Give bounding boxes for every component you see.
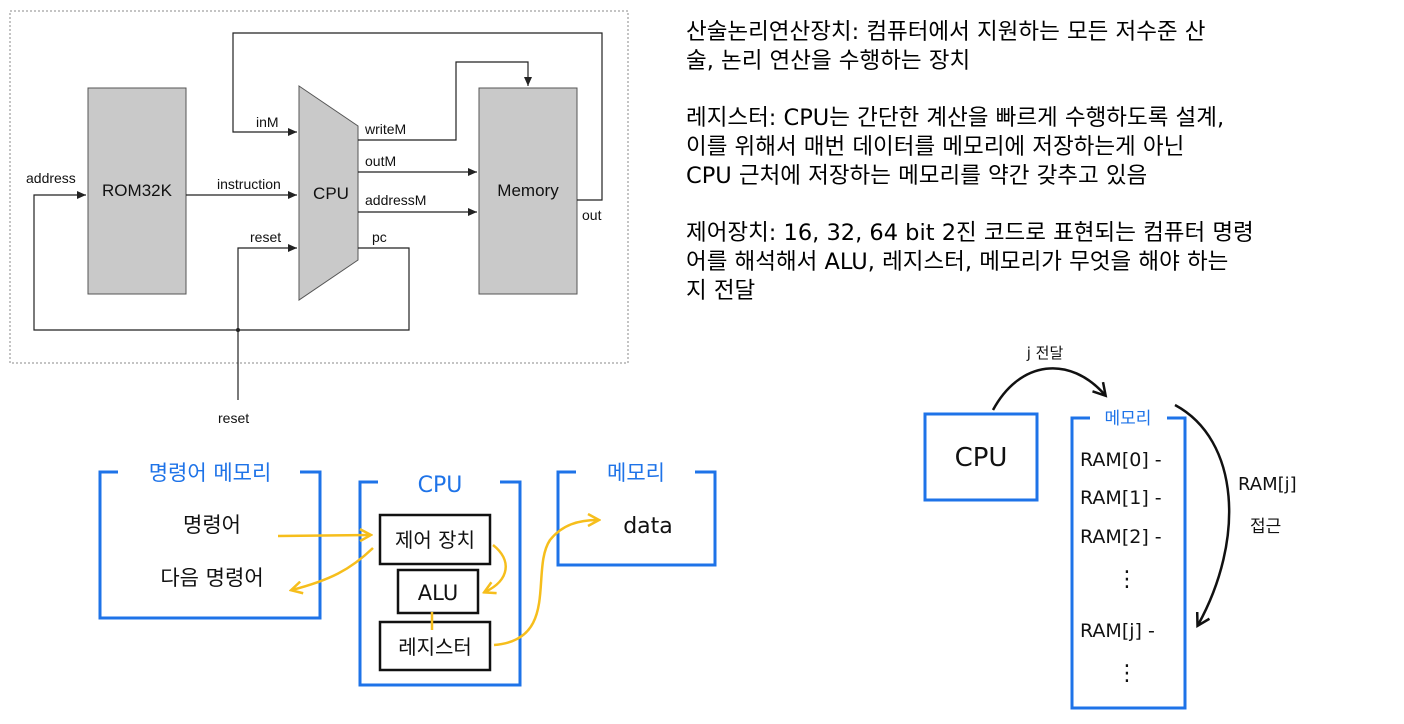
ram-dots-1: ⋮	[1116, 567, 1138, 592]
wire-junction	[236, 328, 240, 332]
memory-label: Memory	[497, 181, 559, 200]
sketch-cpu-memory: 명령어 메모리 명령어 다음 명령어 CPU 제어 장치 ALU 레지스터 메모…	[98, 461, 717, 687]
data-text: data	[623, 514, 673, 539]
control-line-3: 지 전달	[686, 278, 756, 304]
register-line-3: CPU 근처에 저장하는 메모리를 약간 갖추고 있음	[686, 163, 1148, 189]
signal-instruction: instruction	[217, 176, 281, 192]
signal-addressm: addressM	[365, 192, 426, 208]
control-unit-box	[378, 513, 492, 566]
ram-2: RAM[2] -	[1080, 526, 1162, 548]
register-line-2: 이를 위해서 매번 데이터를 메모리에 저장하는게 아닌	[686, 134, 1185, 160]
cpu-components-text: 산술논리연산장치: 컴퓨터에서 지원하는 모든 저수준 산 술, 논리 연산을 …	[686, 18, 1386, 306]
access-word: 접근	[1250, 517, 1281, 537]
cpu-block	[298, 85, 359, 301]
signal-inm: inM	[256, 114, 279, 130]
hack-computer-diagram: ROM32K CPU Memory address instruction	[9, 10, 629, 426]
wire-out-inm	[232, 32, 603, 201]
cpu-right-label: CPU	[955, 443, 1008, 473]
register-line-1: 레지스터: CPU는 간단한 계산을 빠르게 수행하도록 설계,	[686, 105, 1225, 131]
memory-sketch-title: 메모리	[607, 461, 665, 485]
ram-j: RAM[j] -	[1080, 620, 1155, 642]
signal-writem: writeM	[364, 121, 406, 137]
diagram-frame	[9, 10, 629, 364]
wire-pc-address	[33, 191, 410, 331]
control-line-1: 제어장치: 16, 32, 64 bit 2진 코드로 표현되는 컴퓨터 명령	[686, 220, 1254, 246]
arrow-control-to-alu	[485, 544, 507, 592]
signal-pc: pc	[372, 229, 387, 245]
register-label: 레지스터	[398, 635, 472, 659]
ram-dots-2: ⋮	[1116, 661, 1138, 686]
signal-outm: outM	[365, 153, 396, 169]
instr-memory-box	[98, 470, 322, 620]
control-unit-label: 제어 장치	[395, 528, 475, 552]
arrow-register-to-data	[493, 520, 598, 647]
instr-text: 명령어	[183, 513, 241, 537]
rom32k-label: ROM32K	[102, 181, 173, 200]
alu-box	[396, 568, 480, 615]
memory-box-right	[1070, 416, 1187, 710]
access-arrow	[1174, 403, 1231, 625]
register-box	[378, 620, 492, 672]
sketch-ram-access: CPU j 전달 메모리 RAM[0] - RAM[1] - RAM[2] - …	[923, 344, 1297, 710]
access-label: RAM[j]	[1238, 474, 1297, 495]
register-description: 레지스터: CPU는 간단한 계산을 빠르게 수행하도록 설계, 이를 위해서 …	[686, 104, 1386, 191]
wire-writem	[358, 61, 532, 141]
arrow-control-to-next	[292, 547, 374, 590]
ram-1: RAM[1] -	[1080, 487, 1162, 509]
cpu-sketch-box	[358, 480, 522, 687]
sketch-flow-arrows	[277, 520, 598, 647]
cpu-sketch-title: CPU	[418, 473, 463, 498]
signal-reset-bottom: reset	[218, 410, 249, 426]
signal-out: out	[582, 207, 602, 223]
signal-reset: reset	[250, 229, 281, 245]
alu-line-1: 산술논리연산장치: 컴퓨터에서 지원하는 모든 저수준 산	[686, 19, 1206, 45]
diagram-wires	[33, 32, 603, 400]
arrow-instr-to-control	[277, 535, 370, 536]
alu-label: ALU	[418, 581, 458, 605]
memory-sketch-box	[556, 470, 717, 567]
memory-right-title: 메모리	[1105, 409, 1152, 429]
signal-address: address	[26, 170, 76, 186]
wire-reset	[237, 244, 297, 400]
cpu-label: CPU	[313, 184, 349, 203]
instr-memory-title: 명령어 메모리	[149, 461, 272, 485]
alu-description: 산술논리연산장치: 컴퓨터에서 지원하는 모든 저수준 산 술, 논리 연산을 …	[686, 18, 1386, 76]
cpu-box-right	[923, 412, 1039, 502]
ram-0: RAM[0] -	[1080, 449, 1162, 471]
control-line-2: 어를 해석해서 ALU, 레지스터, 메모리가 무엇을 해야 하는	[686, 249, 1229, 275]
transfer-arrow	[991, 367, 1105, 411]
transfer-label: j 전달	[1026, 344, 1064, 362]
next-instr-text: 다음 명령어	[160, 566, 263, 590]
memory-block	[478, 87, 578, 295]
control-unit-description: 제어장치: 16, 32, 64 bit 2진 코드로 표현되는 컴퓨터 명령 …	[686, 219, 1386, 306]
rom32k-block	[87, 87, 187, 295]
alu-line-2: 술, 논리 연산을 수행하는 장치	[686, 48, 971, 74]
